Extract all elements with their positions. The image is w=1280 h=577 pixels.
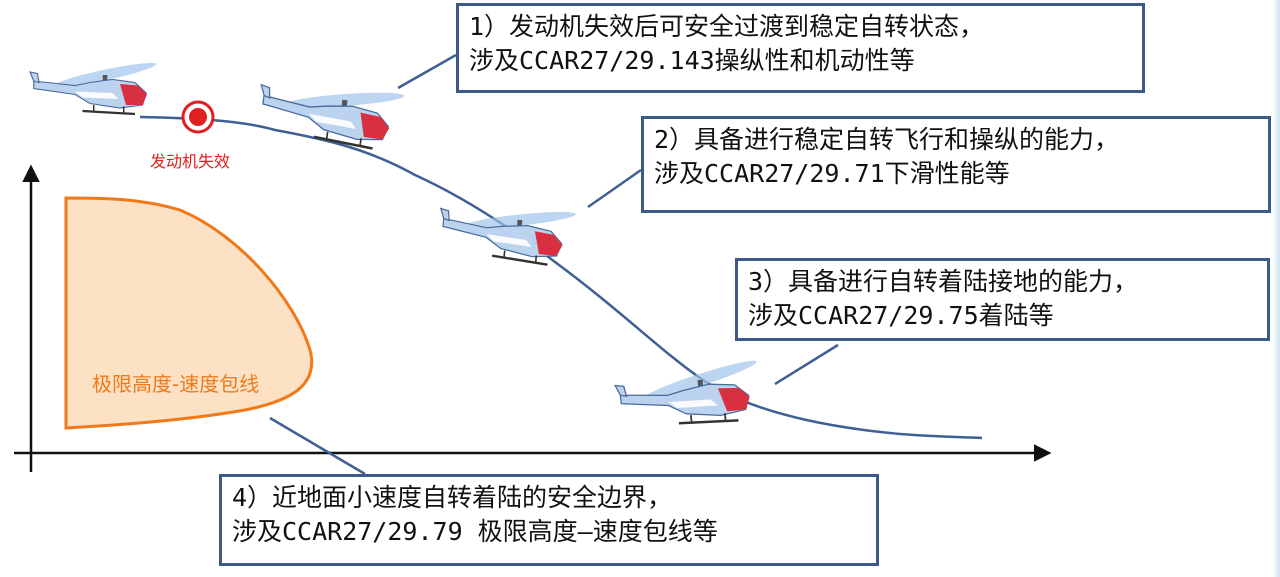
flight-trajectory	[139, 115, 983, 440]
callout-transition: 1）发动机失效后可安全过渡到稳定自转状态， 涉及CCAR27/29.143操纵性…	[456, 3, 1145, 93]
hv-envelope-label: 极限高度-速度包线	[92, 372, 260, 396]
callout-line: 3）具备进行自转着陆接地的能力，	[748, 267, 1139, 296]
right-edge-shade	[1272, 0, 1280, 577]
callout-hv-boundary: 4）近地面小速度自转着陆的安全边界， 涉及CCAR27/29.79 极限高度—速…	[219, 474, 879, 566]
leader-line-2	[587, 168, 642, 209]
callout-landing: 3）具备进行自转着陆接地的能力， 涉及CCAR27/29.75着陆等	[735, 258, 1270, 341]
helicopter-icon	[28, 57, 159, 116]
leader-line-1	[397, 53, 457, 90]
callout-line: 1）发动机失效后可安全过渡到稳定自转状态，	[469, 12, 985, 41]
hv-envelope-region	[64, 196, 314, 430]
callout-line: 涉及CCAR27/29.79 极限高度—速度包线等	[232, 517, 718, 546]
engine-failure-marker-icon	[181, 100, 215, 134]
callout-line: 涉及CCAR27/29.75着陆等	[748, 301, 1054, 330]
callout-line: 涉及CCAR27/29.71下滑性能等	[654, 159, 1010, 188]
helicopter-icon	[253, 68, 408, 154]
leader-line-3	[774, 343, 839, 386]
callout-line: 涉及CCAR27/29.143操纵性和机动性等	[469, 46, 915, 75]
callout-steady-autorotation: 2）具备进行稳定自转飞行和操纵的能力， 涉及CCAR27/29.71下滑性能等	[641, 116, 1271, 213]
callout-line: 4）近地面小速度自转着陆的安全边界，	[232, 483, 673, 512]
helicopter-icon	[434, 193, 579, 269]
callout-line: 2）具备进行稳定自转飞行和操纵的能力，	[654, 125, 1120, 154]
helicopter-icon	[612, 354, 766, 435]
engine-failure-label: 发动机失效	[150, 152, 231, 171]
leader-line-4	[269, 416, 366, 476]
